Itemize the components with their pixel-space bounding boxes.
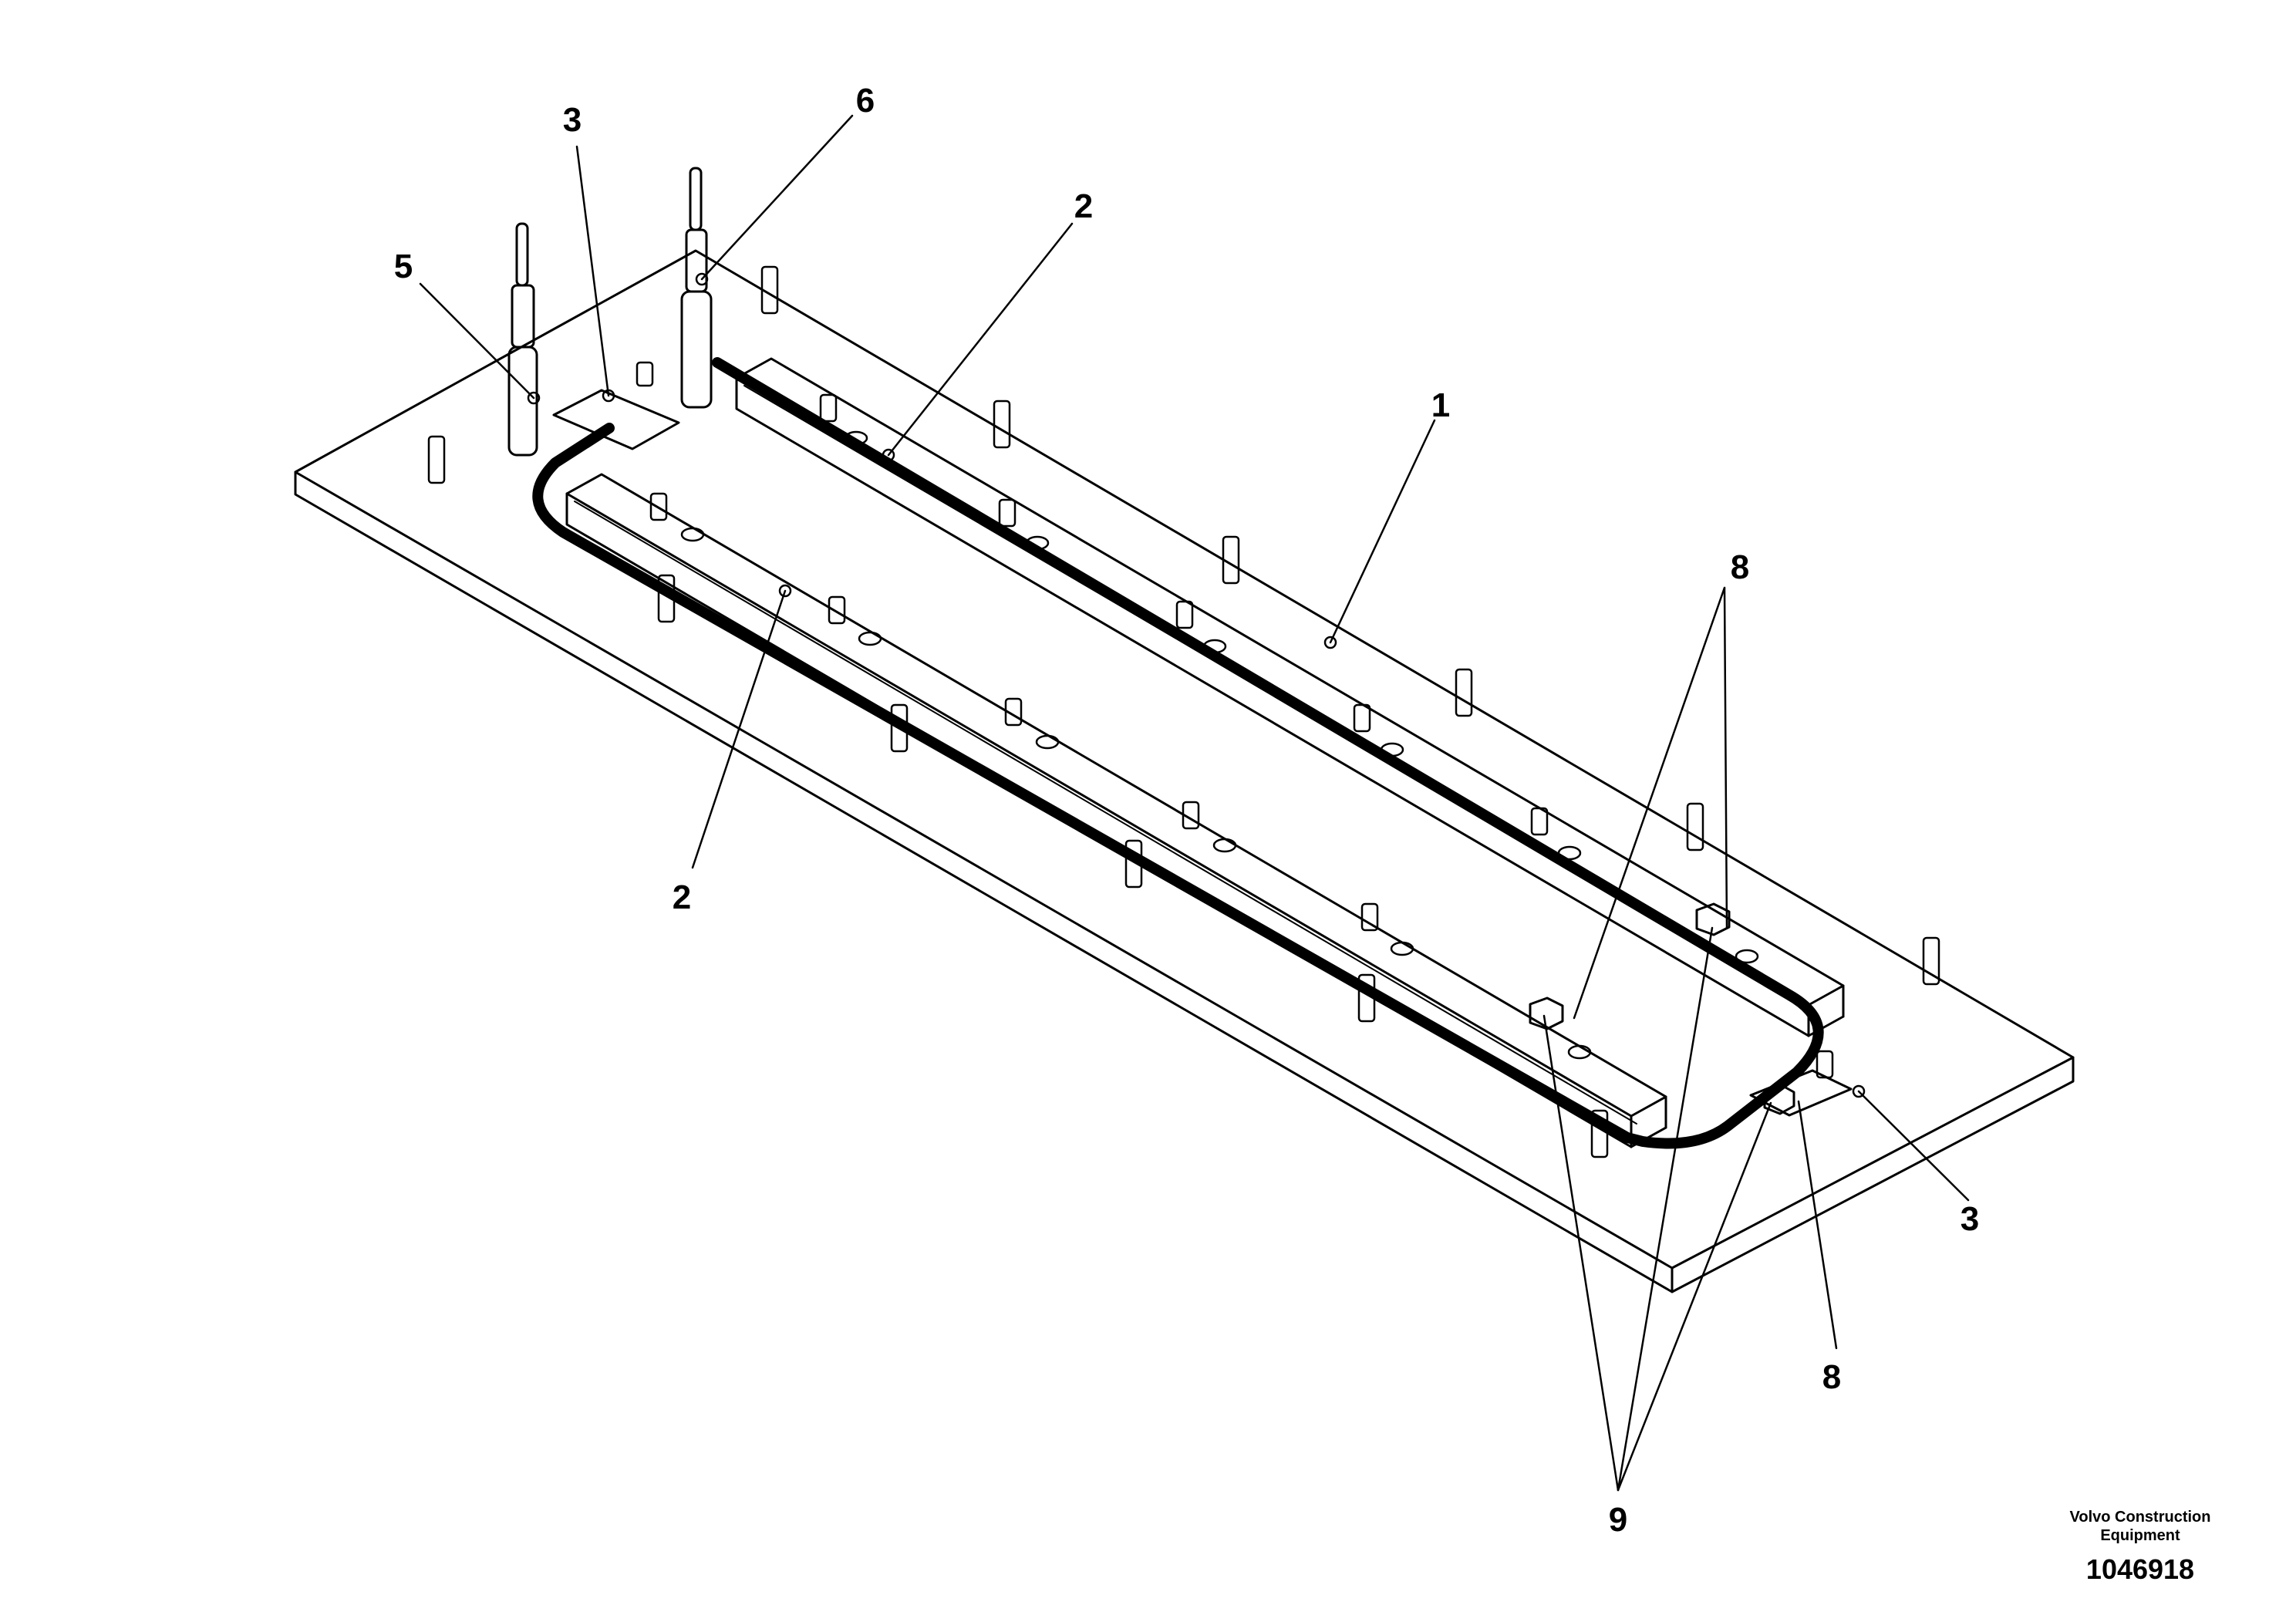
callout-2-rear-rail: 2	[1074, 187, 1093, 225]
callout-labels: 1 2 2 3 3 5 6 8 8 9	[394, 82, 1979, 1539]
hex-nuts	[1529, 902, 1795, 1115]
callout-5: 5	[394, 248, 413, 285]
company-caption: Volvo Construction Equipment	[2069, 1509, 2211, 1544]
insertion-tools	[507, 167, 713, 457]
callout-9: 9	[1609, 1501, 1627, 1539]
seal-loop	[532, 357, 1824, 1149]
callout-8-lower: 8	[1822, 1358, 1841, 1396]
callout-1: 1	[1431, 386, 1450, 424]
callout-3-right-clamp: 3	[1961, 1200, 1979, 1238]
callout-3-left-clamp: 3	[563, 101, 582, 139]
rail-holes	[680, 430, 1759, 1060]
leader-lines	[419, 114, 1970, 1492]
channel-rail-front	[565, 473, 1667, 1148]
rail-studs	[636, 361, 1834, 1079]
drawing-number: 1046918	[2085, 1553, 2195, 1585]
plate-studs	[427, 265, 1940, 1158]
callout-6: 6	[856, 82, 875, 120]
callout-8-upper: 8	[1731, 548, 1749, 586]
callout-2-front-rail: 2	[673, 878, 691, 916]
base-plate	[294, 249, 2075, 1293]
channel-rail-rear	[735, 357, 1845, 1037]
clamp-blocks	[552, 389, 1853, 1117]
